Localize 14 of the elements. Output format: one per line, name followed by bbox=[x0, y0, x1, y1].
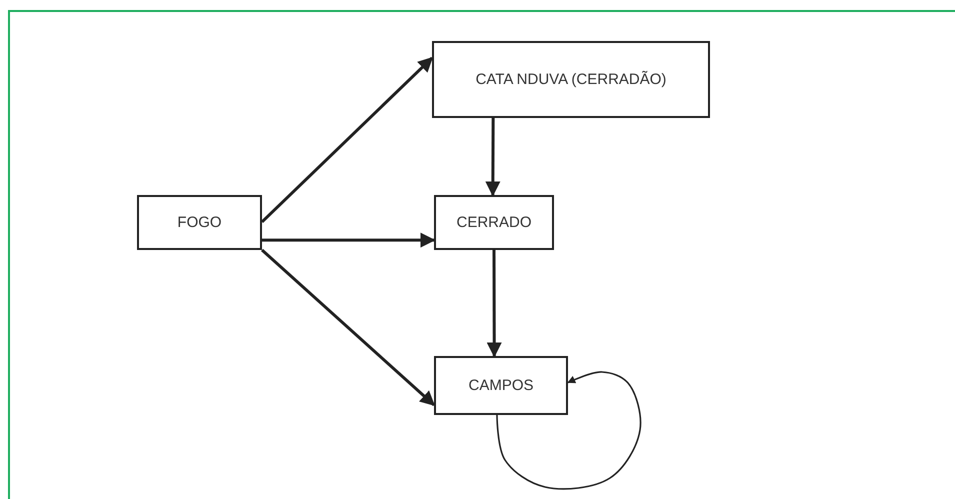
arrow bbox=[261, 248, 436, 406]
box-label: CATA NDUVA (CERRADÃO) bbox=[476, 71, 666, 88]
box-label: FOGO bbox=[177, 214, 222, 231]
arrow bbox=[485, 118, 500, 196]
arrow bbox=[262, 232, 436, 248]
box-label: CAMPOS bbox=[468, 377, 534, 394]
process-box bbox=[434, 356, 568, 415]
process-box bbox=[434, 195, 554, 250]
process-box bbox=[432, 41, 710, 118]
arrow bbox=[496, 371, 642, 490]
box-label: CERRADO bbox=[456, 214, 532, 231]
process-box bbox=[137, 195, 262, 250]
arrow bbox=[260, 56, 434, 224]
arrow bbox=[486, 250, 502, 358]
